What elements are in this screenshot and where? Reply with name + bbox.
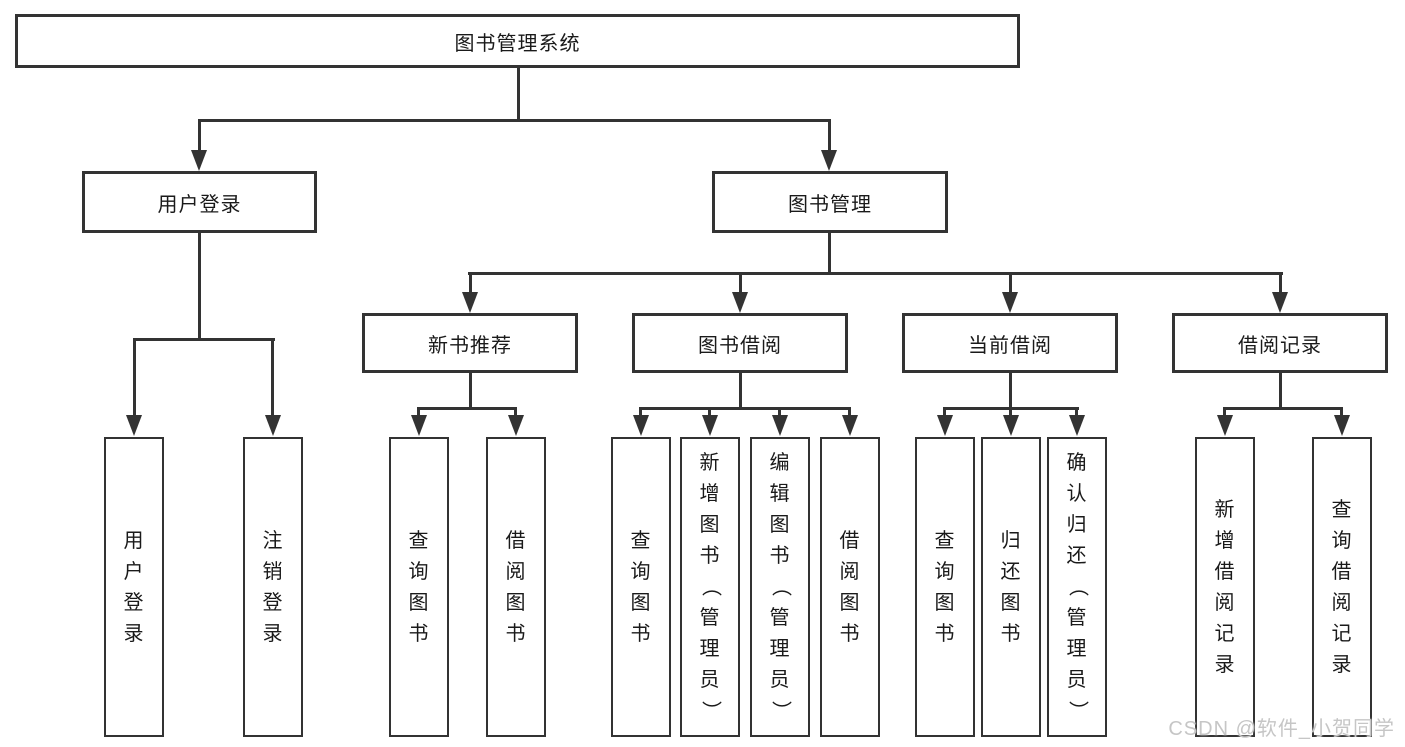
- arrow-down-icon: [411, 415, 427, 436]
- connector-line: [469, 373, 472, 407]
- leaf-add-book-admin: 新增图书（管理员）: [680, 437, 740, 737]
- node-new-book-recommend: 新书推荐: [362, 313, 578, 373]
- node-root: 图书管理系统: [15, 14, 1020, 68]
- node-user-login: 用户登录: [82, 171, 317, 233]
- node-book-management: 图书管理: [712, 171, 948, 233]
- leaf-borrow-book-1-label: 借阅图书: [505, 529, 527, 645]
- connector-line: [1279, 272, 1282, 296]
- connector-line: [1223, 407, 1343, 410]
- leaf-confirm-return-admin: 确认归还（管理员）: [1047, 437, 1107, 737]
- connector-line: [468, 272, 1283, 275]
- connector-line: [417, 407, 420, 419]
- leaf-return-book: 归还图书: [981, 437, 1041, 737]
- leaf-logout: 注销登录: [243, 437, 303, 737]
- arrow-down-icon: [702, 415, 718, 436]
- leaf-query-borrow-record: 查询借阅记录: [1312, 437, 1372, 737]
- leaf-add-book-admin-label: 新增图书（管理员）: [699, 452, 721, 722]
- leaf-query-book-2-label: 查询图书: [630, 529, 652, 645]
- connector-line: [1009, 272, 1012, 296]
- node-book-borrow-label: 图书借阅: [698, 334, 782, 357]
- leaf-return-book-label: 归还图书: [1000, 529, 1022, 645]
- connector-line: [1075, 407, 1078, 419]
- arrow-down-icon: [1334, 415, 1350, 436]
- connector-line: [198, 119, 831, 122]
- connector-line: [133, 338, 136, 417]
- arrow-down-icon: [732, 292, 748, 313]
- leaf-edit-book-admin-label: 编辑图书（管理员）: [769, 452, 791, 722]
- leaf-add-borrow-record: 新增借阅记录: [1195, 437, 1255, 737]
- connector-line: [517, 68, 520, 119]
- leaf-borrow-book-2: 借阅图书: [820, 437, 880, 737]
- node-borrow-record: 借阅记录: [1172, 313, 1388, 373]
- connector-line: [739, 272, 742, 296]
- node-user-login-label: 用户登录: [157, 193, 242, 216]
- connector-line: [469, 272, 472, 296]
- arrow-down-icon: [508, 415, 524, 436]
- leaf-borrow-book-2-label: 借阅图书: [839, 529, 861, 645]
- connector-line: [828, 233, 831, 272]
- arrow-down-icon: [772, 415, 788, 436]
- leaf-add-borrow-record-label: 新增借阅记录: [1214, 498, 1236, 676]
- connector-line: [708, 407, 711, 419]
- connector-line: [943, 407, 946, 419]
- arrow-down-icon: [191, 150, 207, 171]
- connector-line: [639, 407, 642, 419]
- connector-line: [1223, 407, 1226, 419]
- node-book-management-label: 图书管理: [788, 193, 872, 216]
- arrow-down-icon: [1002, 292, 1018, 313]
- arrow-down-icon: [937, 415, 953, 436]
- connector-line: [639, 407, 851, 410]
- arrow-down-icon: [126, 415, 142, 436]
- connector-line: [1009, 373, 1012, 407]
- leaf-query-book-2: 查询图书: [611, 437, 671, 737]
- connector-line: [739, 373, 742, 407]
- connector-line: [514, 407, 517, 419]
- arrow-down-icon: [265, 415, 281, 436]
- leaf-edit-book-admin: 编辑图书（管理员）: [750, 437, 810, 737]
- connector-line: [828, 119, 831, 155]
- connector-line: [198, 119, 201, 155]
- leaf-query-borrow-record-label: 查询借阅记录: [1331, 498, 1353, 676]
- arrow-down-icon: [633, 415, 649, 436]
- watermark: CSDN @软件_小贺同学: [1168, 718, 1395, 740]
- arrow-down-icon: [821, 150, 837, 171]
- leaf-query-book-1-label: 查询图书: [408, 529, 430, 645]
- connector-line: [1009, 407, 1012, 419]
- leaf-user-login-label: 用户登录: [123, 529, 145, 645]
- leaf-query-book-3: 查询图书: [915, 437, 975, 737]
- arrow-down-icon: [1272, 292, 1288, 313]
- leaf-user-login: 用户登录: [104, 437, 164, 737]
- connector-line: [1340, 407, 1343, 419]
- arrow-down-icon: [462, 292, 478, 313]
- node-new-book-recommend-label: 新书推荐: [428, 334, 512, 357]
- node-root-label: 图书管理系统: [454, 32, 581, 55]
- leaf-query-book-1: 查询图书: [389, 437, 449, 737]
- node-borrow-record-label: 借阅记录: [1238, 334, 1322, 357]
- node-current-borrow-label: 当前借阅: [968, 334, 1052, 357]
- leaf-confirm-return-admin-label: 确认归还（管理员）: [1066, 452, 1088, 722]
- connector-line: [778, 407, 781, 419]
- connector-line: [198, 233, 201, 338]
- arrow-down-icon: [1217, 415, 1233, 436]
- leaf-borrow-book-1: 借阅图书: [486, 437, 546, 737]
- leaf-query-book-3-label: 查询图书: [934, 529, 956, 645]
- arrow-down-icon: [1069, 415, 1085, 436]
- connector-line: [848, 407, 851, 419]
- connector-line: [417, 407, 517, 410]
- leaf-logout-label: 注销登录: [262, 529, 284, 645]
- arrow-down-icon: [842, 415, 858, 436]
- connector-line: [271, 338, 274, 417]
- node-current-borrow: 当前借阅: [902, 313, 1118, 373]
- connector-line: [1279, 373, 1282, 407]
- arrow-down-icon: [1003, 415, 1019, 436]
- connector-line: [133, 338, 275, 341]
- node-book-borrow: 图书借阅: [632, 313, 848, 373]
